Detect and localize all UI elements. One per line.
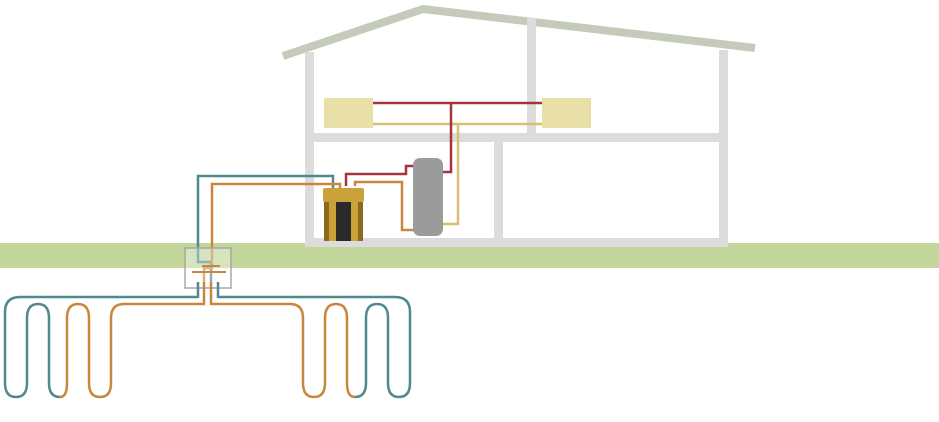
warm-return-pipe-to-tank [442, 124, 460, 226]
house-lower-partition [494, 138, 503, 242]
hot-supply-pipe-to-tank [442, 103, 453, 174]
manifold-box-icon [184, 247, 232, 289]
heat-pump-icon [323, 188, 364, 241]
radiator-icon-right [542, 98, 591, 128]
radiator-icon-left [324, 98, 373, 128]
house-upper-partition [527, 18, 536, 138]
house-structure [305, 18, 728, 247]
house-right-wall [719, 50, 728, 247]
ground-loop-warm-feed-pipe [202, 182, 342, 282]
heat-pump-panel [336, 202, 351, 241]
ground-loop-warm-pipe [59, 282, 356, 399]
house-left-wall [305, 52, 314, 247]
ground-strip [0, 243, 939, 268]
house-floor [305, 238, 728, 247]
storage-tank-icon [413, 158, 443, 236]
manifold-fittings [192, 265, 226, 273]
heat-pump-right-shade [358, 202, 363, 241]
heat-pump-to-tank-pipe [353, 180, 414, 232]
heat-pump-top [323, 188, 364, 202]
heat-pump-left-shade [324, 202, 329, 241]
ground-loop-cold-pipe [3, 282, 412, 399]
hot-supply-pipe-heat-pump [344, 164, 414, 186]
house-middle-floor [305, 133, 728, 142]
house-roof [281, 5, 756, 60]
